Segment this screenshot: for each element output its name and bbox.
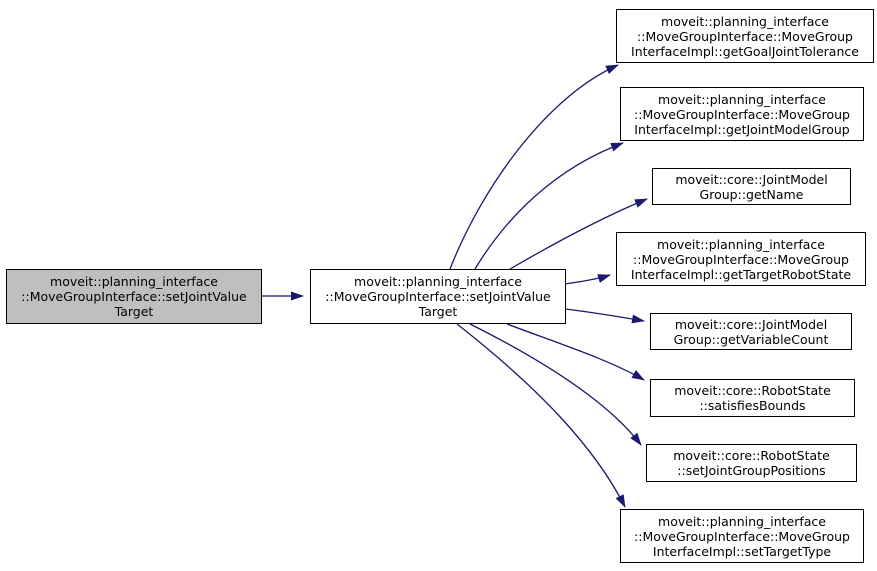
edge-mid-to-getName — [509, 198, 648, 270]
edge-mid-to-satisfiesBounds — [506, 323, 645, 381]
node-get-name[interactable]: moveit::core::JointModel Group::getName — [652, 168, 851, 205]
node-label-line: moveit::core::JointModel — [674, 316, 828, 332]
edge-mid-to-getGoalJointTolerance — [449, 64, 619, 270]
node-satisfies-bounds[interactable]: moveit::core::RobotState ::satisfiesBoun… — [650, 379, 855, 417]
edge-mid-to-getJointModelGroup — [474, 142, 624, 270]
node-label-line: moveit::planning_interface — [658, 513, 826, 529]
node-get-joint-model-group[interactable]: moveit::planning_interface ::MoveGroupIn… — [620, 87, 864, 141]
node-label-line: ::MoveGroupInterface::MoveGroup — [633, 251, 849, 267]
node-label-line: moveit::core::JointModel — [675, 171, 828, 187]
edge-mid-to-setJointGroupPositions — [469, 323, 642, 446]
node-get-goal-joint-tolerance[interactable]: moveit::planning_interface ::MoveGroupIn… — [616, 9, 874, 63]
edge-mid-to-getVariableCount — [564, 308, 645, 324]
node-label-line: Group::getVariableCount — [673, 331, 829, 347]
node-label-line: InterfaceImpl::setTargetType — [652, 543, 832, 559]
node-label-line: ::MoveGroupInterface::MoveGroup — [637, 28, 853, 44]
node-get-variable-count[interactable]: moveit::core::JointModel Group::getVaria… — [650, 313, 852, 350]
node-label-line: ::MoveGroupInterface::MoveGroup — [634, 106, 850, 122]
node-label-line: moveit::planning_interface — [657, 236, 825, 252]
node-label-line: moveit::core::RobotState — [674, 383, 831, 398]
node-label-line: moveit::core::RobotState — [673, 448, 830, 463]
node-set-target-type[interactable]: moveit::planning_interface ::MoveGroupIn… — [620, 509, 864, 563]
node-label-line: Target — [114, 304, 154, 319]
node-get-target-robot-state[interactable]: moveit::planning_interface ::MoveGroupIn… — [616, 232, 866, 286]
node-label-line: ::MoveGroupInterface::setJointValue — [21, 289, 247, 304]
node-label-line: ::MoveGroupInterface::MoveGroup — [634, 528, 850, 544]
node-label-line: moveit::planning_interface — [354, 274, 522, 289]
edge-mid-to-setTargetType — [456, 323, 626, 508]
node-label-line: InterfaceImpl::getTargetRobotState — [630, 266, 852, 282]
node-set-joint-group-positions[interactable]: moveit::core::RobotState ::setJointGroup… — [646, 444, 857, 482]
node-label-line: Group::getName — [699, 186, 804, 202]
node-label-line: ::setJointGroupPositions — [677, 463, 826, 478]
edge-mid-to-getTargetRobotState — [564, 274, 611, 285]
node-label-line: InterfaceImpl::getJointModelGroup — [634, 121, 850, 137]
node-label-line: moveit::planning_interface — [658, 91, 826, 107]
node-label-line: InterfaceImpl::getGoalJointTolerance — [631, 43, 859, 59]
node-label-line: ::satisfiesBounds — [699, 398, 806, 413]
node-set-joint-value-target-current: moveit::planning_interface ::MoveGroupIn… — [6, 269, 262, 324]
node-set-joint-value-target[interactable]: moveit::planning_interface ::MoveGroupIn… — [310, 269, 566, 324]
node-label-line: moveit::planning_interface — [661, 13, 829, 29]
node-label-line: moveit::planning_interface — [50, 274, 218, 289]
node-label-line: ::MoveGroupInterface::setJointValue — [325, 289, 551, 304]
node-label-line: Target — [418, 304, 458, 319]
